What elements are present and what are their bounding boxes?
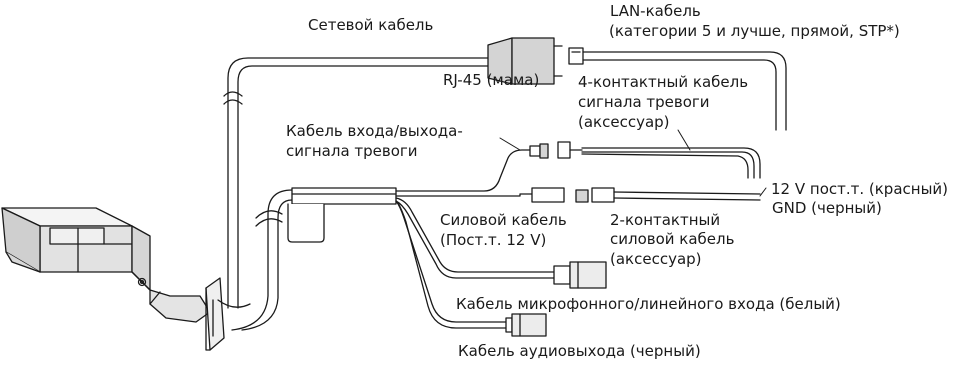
- power-2pin-label-3: (аксессуар): [610, 250, 702, 268]
- audio-out-label: Кабель аудиовыхода (черный): [458, 342, 701, 360]
- network-cable-label: Сетевой кабель: [308, 16, 434, 34]
- lan-cable-label: LAN-кабель: [610, 2, 701, 20]
- alarm-io-label-1: Кабель входа/выхода-: [286, 122, 463, 140]
- dc12-red-label: 12 V пост.т. (красный): [771, 180, 949, 198]
- rj45-label: RJ-45 (мама): [443, 71, 540, 89]
- camera-body: [1, 207, 211, 323]
- power-cable: [395, 187, 761, 203]
- power-2pin-label-1: 2-контактный: [610, 211, 721, 229]
- mic-line-in-cable: [395, 197, 607, 289]
- network-cable: [217, 57, 489, 309]
- alarm-4pin-label-3: (аксессуар): [578, 113, 670, 131]
- lan-cable: [568, 47, 787, 131]
- lan-cable-spec-label: (категории 5 и лучше, прямой, STP*): [609, 22, 900, 40]
- mic-line-in-label: Кабель микрофонного/линейного входа (бел…: [456, 295, 841, 313]
- cable-bundle: [231, 187, 397, 331]
- alarm-io-cable: [395, 141, 761, 192]
- alarm-io-label-2: сигнала тревоги: [286, 142, 418, 160]
- power-2pin-label-2: силовой кабель: [610, 230, 735, 248]
- rj45-connector: [487, 37, 563, 85]
- power-cable-label-1: Силовой кабель: [440, 211, 567, 229]
- alarm-4pin-label-2: сигнала тревоги: [578, 93, 710, 111]
- leader-lines: [499, 129, 767, 197]
- alarm-4pin-label-1: 4-контактный кабель: [578, 73, 749, 91]
- mount-bracket: [205, 277, 225, 351]
- power-cable-label-2: (Пост.т. 12 V): [440, 231, 547, 249]
- audio-out-cable: [395, 200, 547, 337]
- gnd-black-label: GND (черный): [772, 199, 882, 217]
